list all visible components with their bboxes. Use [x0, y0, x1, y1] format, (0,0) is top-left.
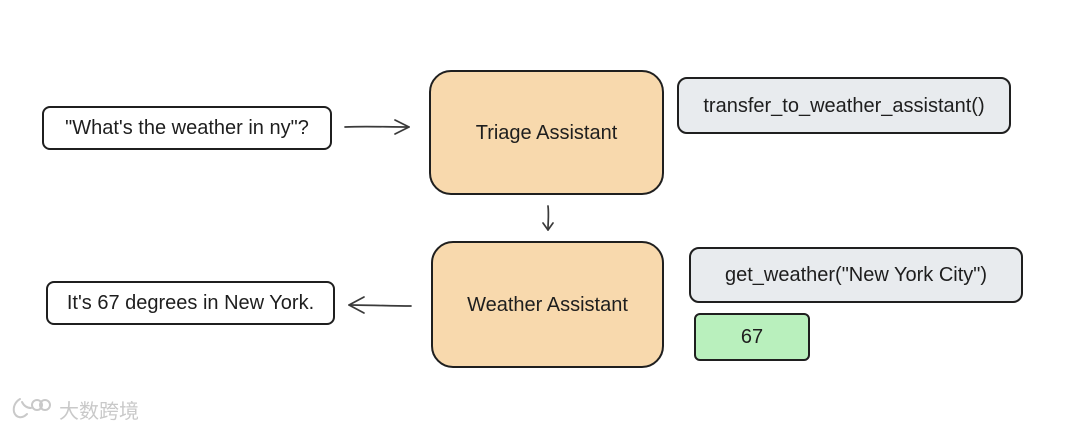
watermark: 大数跨境 — [9, 395, 149, 423]
weather-function-text: get_weather("New York City") — [724, 264, 988, 286]
transfer-function-call: transfer_to_weather_assistant() — [677, 77, 1011, 134]
assistant-response-bubble: It's 67 degrees in New York. — [46, 281, 335, 325]
triage-assistant-node: Triage Assistant — [429, 70, 664, 195]
weather-result-text: 67 — [740, 326, 764, 348]
triage-assistant-label: Triage Assistant — [475, 121, 618, 144]
query-to-triage-arrowhead — [394, 119, 410, 135]
weather-to-response-arrow — [348, 304, 412, 307]
weather-assistant-label: Weather Assistant — [467, 293, 628, 316]
user-query-text: "What's the weather in ny"? — [65, 117, 309, 139]
user-query-bubble: "What's the weather in ny"? — [42, 106, 332, 150]
weather-assistant-node: Weather Assistant — [431, 241, 664, 368]
brand-logo-icon — [12, 398, 51, 419]
assistant-response-text: It's 67 degrees in New York. — [66, 292, 315, 314]
weather-to-response-arrowhead — [348, 296, 365, 314]
watermark-text: 大数跨境 — [59, 398, 139, 423]
transfer-function-text: transfer_to_weather_assistant() — [703, 94, 985, 117]
weather-function-call: get_weather("New York City") — [689, 247, 1023, 303]
triage-to-weather-arrowhead — [542, 222, 554, 231]
weather-result-value: 67 — [694, 313, 810, 361]
